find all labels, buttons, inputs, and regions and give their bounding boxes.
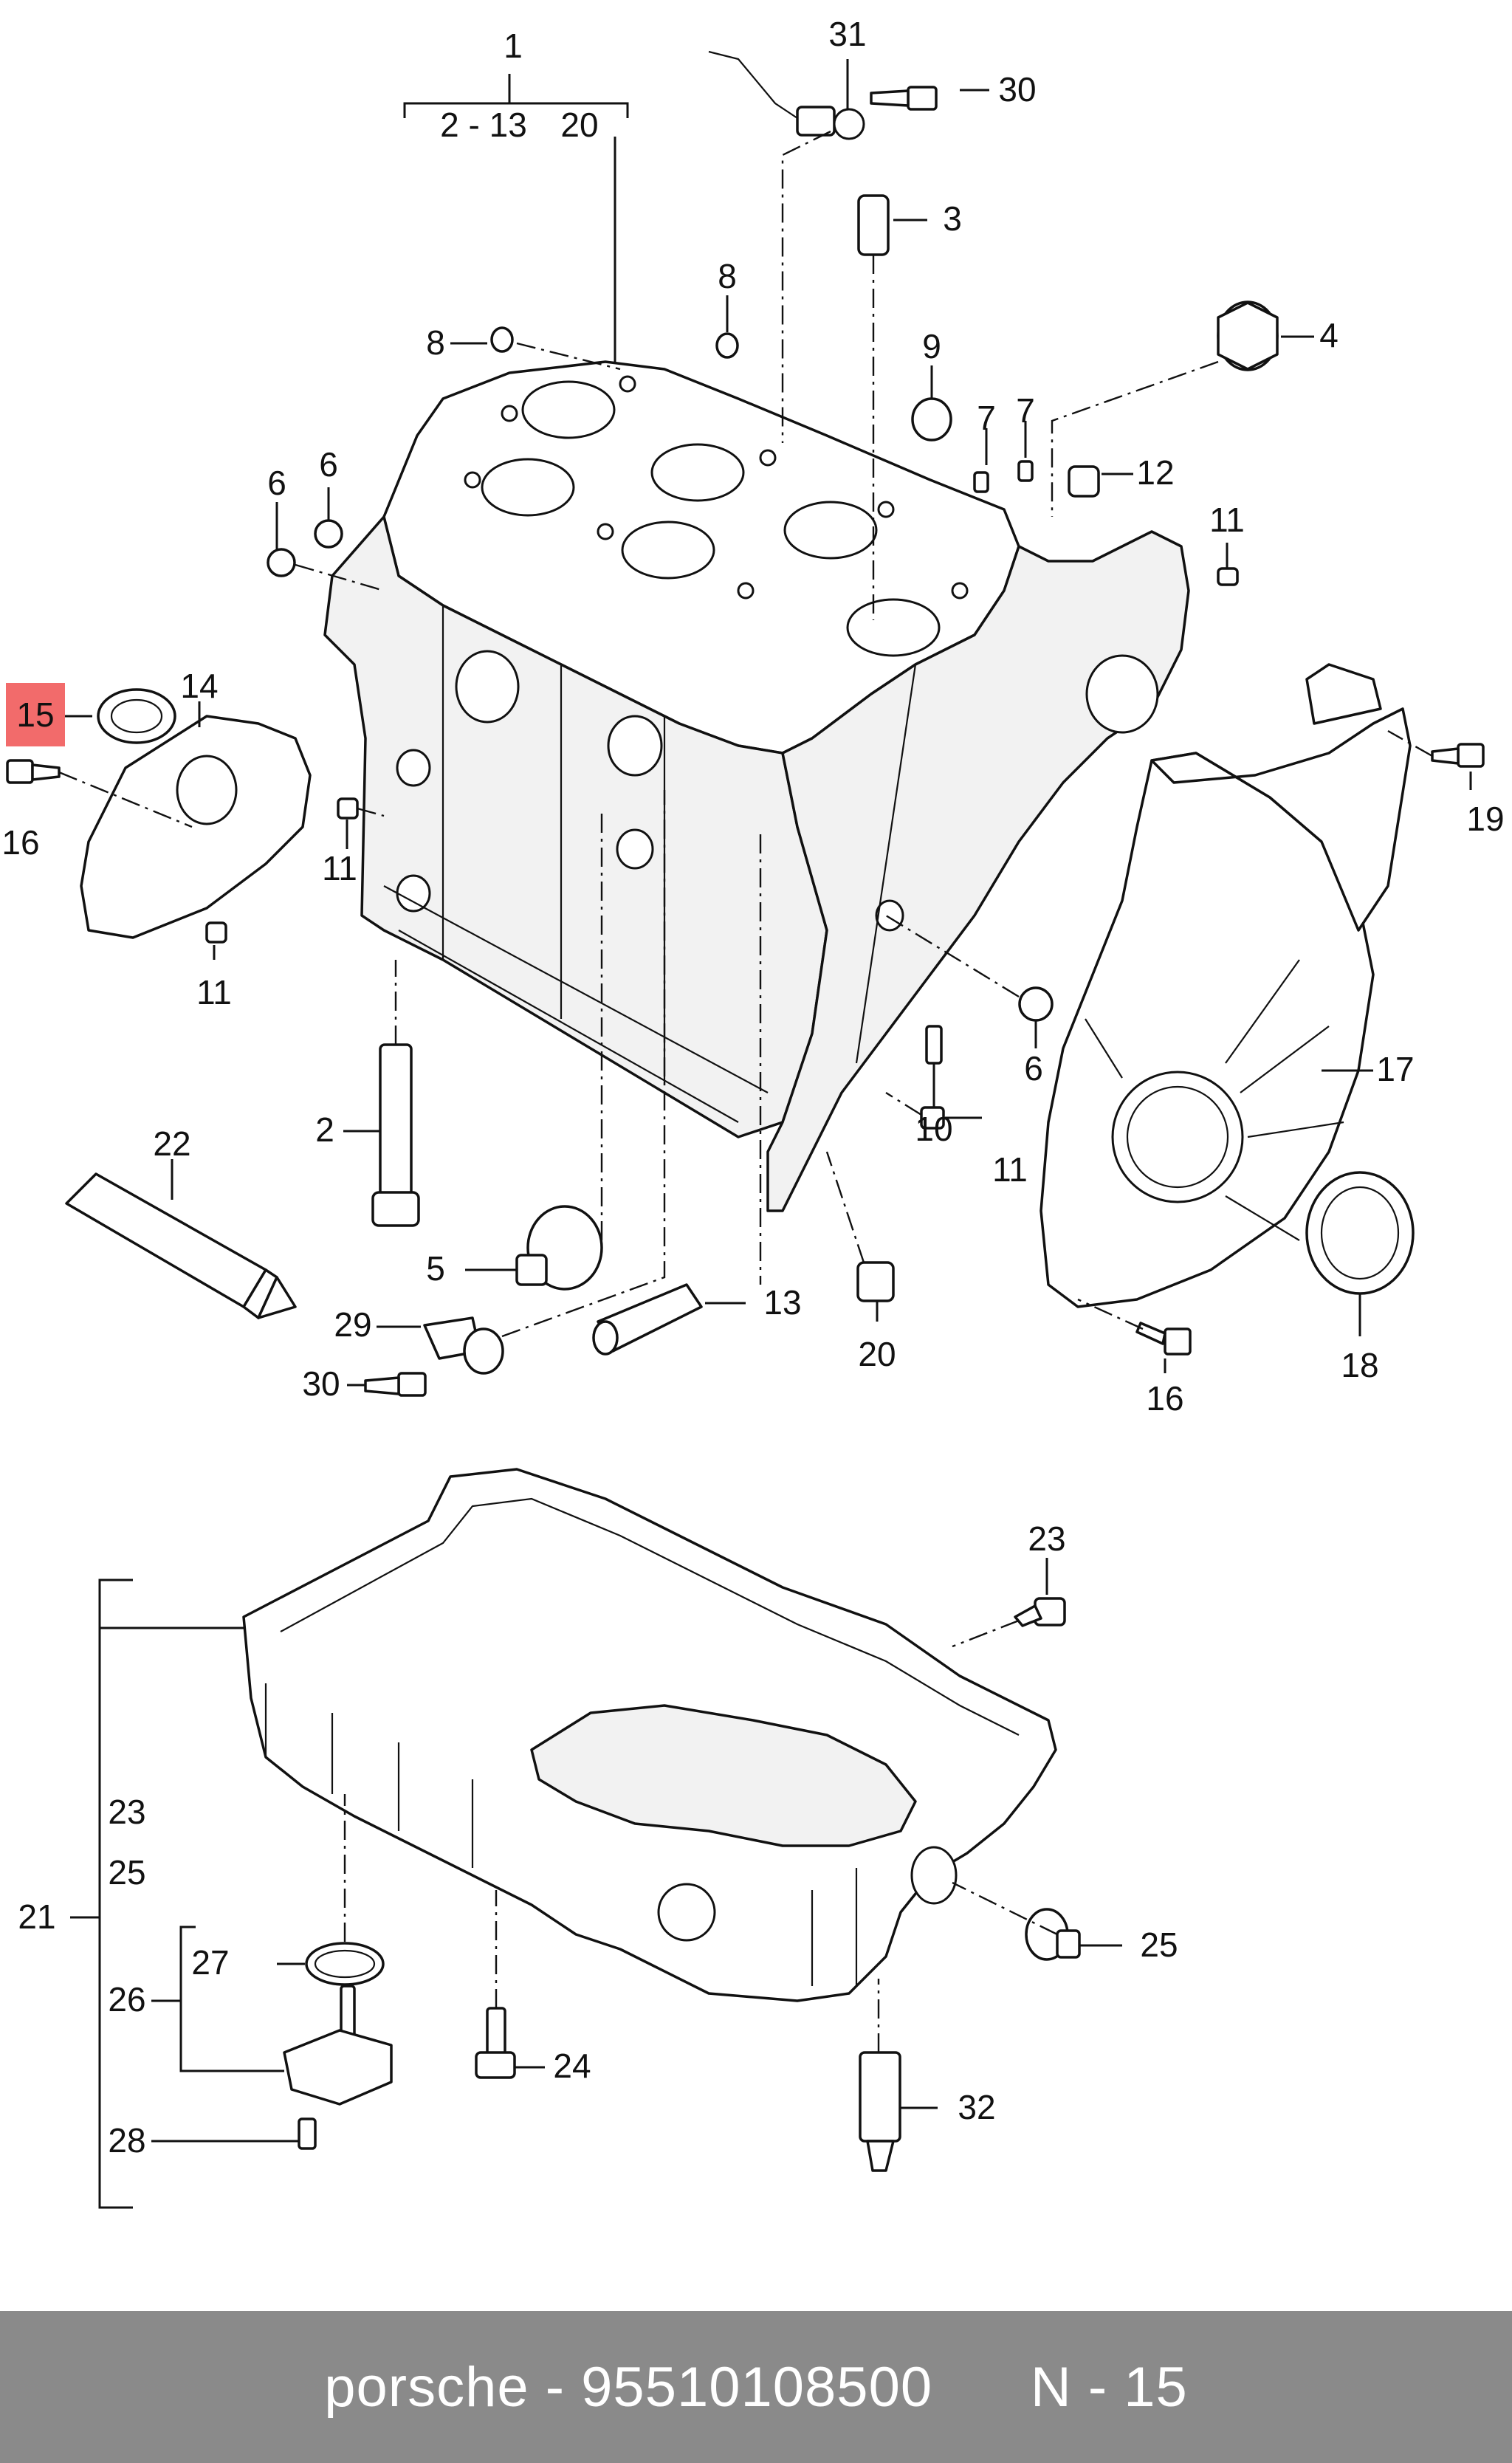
footer-gap bbox=[932, 2356, 1031, 2419]
callout-label-c20b: 20 bbox=[858, 1335, 896, 1373]
footer-separator: - bbox=[529, 2355, 582, 2419]
bolt-30-top bbox=[870, 86, 938, 111]
bolt-24 bbox=[475, 2007, 516, 2079]
callout-label-c6a: 6 bbox=[267, 464, 286, 502]
callout-label-c25l: 25 bbox=[108, 1853, 145, 1892]
o-ring-27 bbox=[305, 1942, 385, 1986]
callout-label-c9: 9 bbox=[922, 327, 941, 365]
footer-page-ref: N - 15 bbox=[1030, 2355, 1188, 2419]
callout-label-c30top: 30 bbox=[998, 70, 1036, 109]
highlight-box-15 bbox=[6, 683, 65, 746]
callout-label-c8b: 8 bbox=[718, 257, 737, 295]
callout-label-c7a: 7 bbox=[977, 399, 996, 437]
callout-label-c13: 13 bbox=[763, 1283, 801, 1322]
callout-label-c25r: 25 bbox=[1140, 1926, 1178, 1964]
callout-label-c10: 10 bbox=[915, 1110, 952, 1148]
sleeve-13 bbox=[592, 1283, 703, 1356]
callout-label-c16a: 16 bbox=[1, 823, 39, 862]
callout-label-c11d: 11 bbox=[992, 1150, 1028, 1189]
callout-label-c18: 18 bbox=[1341, 1346, 1378, 1384]
footer-bar: porsche - 95510108500 N - 15 bbox=[0, 2311, 1512, 2463]
callout-label-c16b: 16 bbox=[1146, 1379, 1183, 1418]
callout-label-c31: 31 bbox=[828, 15, 866, 53]
knock-sensor-31 bbox=[708, 50, 865, 140]
bolt-16-right bbox=[1135, 1322, 1192, 1356]
callout-label-c23l: 23 bbox=[108, 1793, 145, 1831]
timing-cover bbox=[1040, 663, 1412, 1308]
sleeve-3 bbox=[857, 194, 890, 256]
oil-pan bbox=[242, 1468, 1057, 2002]
callout-label-c3: 3 bbox=[943, 199, 962, 238]
radial-seal-15 bbox=[97, 688, 176, 744]
callout-label-c22: 22 bbox=[153, 1124, 190, 1163]
callout-label-c7b: 7 bbox=[1016, 391, 1035, 430]
callout-label-c12: 12 bbox=[1136, 453, 1174, 492]
callout-label-c32: 32 bbox=[958, 2088, 995, 2126]
callout-label-c1: 1 bbox=[504, 27, 523, 65]
drain-plug-25-right bbox=[1025, 1908, 1081, 1961]
callout-label-c21: 21 bbox=[18, 1897, 55, 1936]
spacer-20-bottom bbox=[856, 1261, 895, 1302]
callout-label-c2-13: 2 - 13 bbox=[440, 106, 527, 144]
callout-label-c23top: 23 bbox=[1028, 1519, 1065, 1558]
callout-label-c8a: 8 bbox=[426, 323, 445, 362]
callout-label-c14: 14 bbox=[180, 667, 218, 705]
radial-seal-18 bbox=[1305, 1171, 1415, 1295]
callout-label-c6b: 6 bbox=[319, 445, 338, 484]
callout-label-c11c: 11 bbox=[196, 973, 232, 1011]
pins bbox=[205, 326, 1239, 1130]
footer-text: porsche - 95510108500 N - 15 bbox=[324, 2355, 1188, 2419]
leader-lines bbox=[58, 59, 1472, 2209]
bolt-19 bbox=[1431, 743, 1485, 768]
footer-brand: porsche bbox=[324, 2355, 529, 2419]
callout-label-c4: 4 bbox=[1319, 316, 1339, 354]
exploded-parts-diagram: 12 - 13203130348897712116615141611111917… bbox=[1, 15, 1505, 2209]
callout-label-c28: 28 bbox=[108, 2121, 145, 2160]
callout-label-c27: 27 bbox=[191, 1943, 229, 1982]
sealant-tube-22 bbox=[65, 1172, 297, 1319]
damper-5 bbox=[515, 1205, 603, 1291]
oil-level-sensor-26 bbox=[283, 1985, 393, 2106]
callout-label-c29: 29 bbox=[334, 1305, 371, 1344]
cap-4 bbox=[1217, 300, 1279, 371]
bolt-30-bottom bbox=[364, 1372, 427, 1397]
callout-label-c2: 2 bbox=[315, 1110, 334, 1149]
screw-23-top bbox=[1014, 1597, 1066, 1627]
callout-label-c19: 19 bbox=[1466, 800, 1504, 838]
callout-label-c24: 24 bbox=[553, 2047, 591, 2085]
bolt-16-left bbox=[6, 759, 61, 784]
cylinder-block bbox=[323, 360, 1190, 1212]
callout-label-c6c: 6 bbox=[1024, 1049, 1043, 1088]
bolt-2 bbox=[371, 1043, 420, 1227]
callout-label-c5: 5 bbox=[426, 1249, 445, 1288]
callout-label-c30b: 30 bbox=[302, 1364, 340, 1403]
callout-label-c26: 26 bbox=[108, 1980, 145, 2019]
left-cover-14 bbox=[80, 715, 312, 939]
callout-label-c11a: 11 bbox=[1209, 501, 1245, 539]
sensor-32 bbox=[859, 2051, 901, 2172]
footer-part-number: 95510108500 bbox=[581, 2355, 933, 2419]
callout-label-c17: 17 bbox=[1376, 1050, 1414, 1088]
callout-label-c20top: 20 bbox=[560, 106, 598, 144]
sensor-29 bbox=[423, 1316, 504, 1375]
callout-label-c11b: 11 bbox=[322, 849, 357, 887]
screw-28 bbox=[298, 2117, 317, 2150]
callout-label-c15: 15 bbox=[16, 695, 54, 734]
